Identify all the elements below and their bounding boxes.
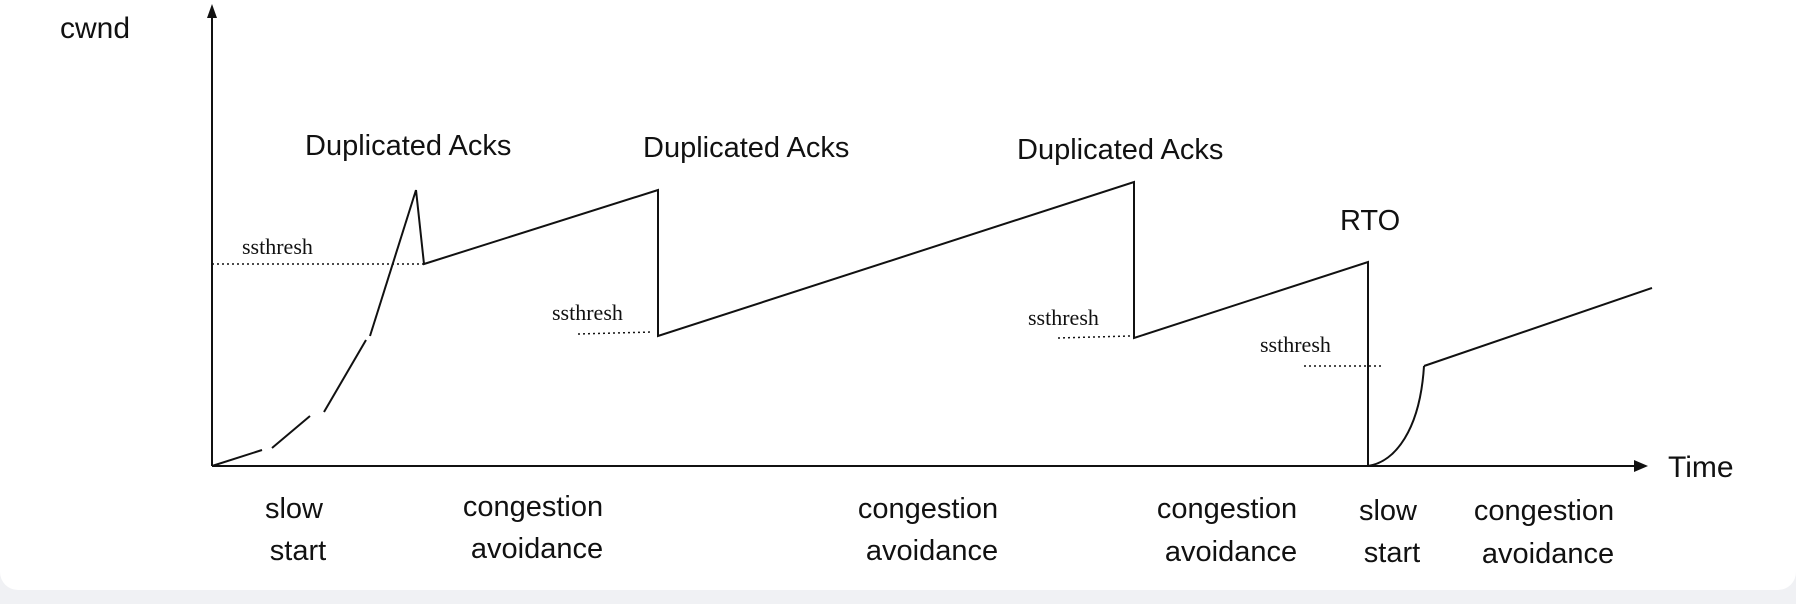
x-axis-label: Time — [1668, 451, 1734, 484]
phase-label-6: congestion avoidance — [1474, 495, 1622, 570]
diagram-canvas: cwnd Time ssthresh ssthresh ssthresh sst… — [0, 0, 1796, 590]
y-axis-arrow — [207, 4, 217, 18]
ssthresh-label-2: ssthresh — [552, 300, 623, 325]
slow-start-curve-2 — [1367, 365, 1425, 467]
slow-start-curve-1 — [211, 189, 417, 467]
event-label-4: RTO — [1340, 205, 1400, 237]
x-axis-arrow — [1634, 460, 1648, 472]
cwnd-sawtooth — [415, 180, 1369, 466]
y-axis-label: cwnd — [60, 12, 130, 45]
ssthresh-label-4: ssthresh — [1260, 332, 1331, 357]
ssthresh-label-3: ssthresh — [1028, 305, 1099, 330]
phase-label-2: congestion avoidance — [463, 491, 611, 565]
ssthresh-line-3 — [1057, 335, 1131, 339]
event-label-3: Duplicated Acks — [1017, 134, 1223, 166]
ssthresh-lines — [212, 263, 1382, 367]
phase-label-4: congestion avoidance — [1157, 493, 1305, 568]
phase-label-5: slow start — [1359, 495, 1425, 569]
ssthresh-label-1: ssthresh — [242, 234, 313, 259]
event-label-2: Duplicated Acks — [643, 132, 849, 164]
ssthresh-line-2 — [577, 331, 653, 335]
tcp-congestion-diagram: cwnd Time ssthresh ssthresh ssthresh sst… — [60, 4, 1734, 570]
congestion-avoidance-final — [1423, 287, 1653, 367]
event-label-1: Duplicated Acks — [305, 130, 511, 162]
phase-label-3: congestion avoidance — [858, 493, 1006, 567]
phase-label-1: slow start — [265, 493, 331, 567]
